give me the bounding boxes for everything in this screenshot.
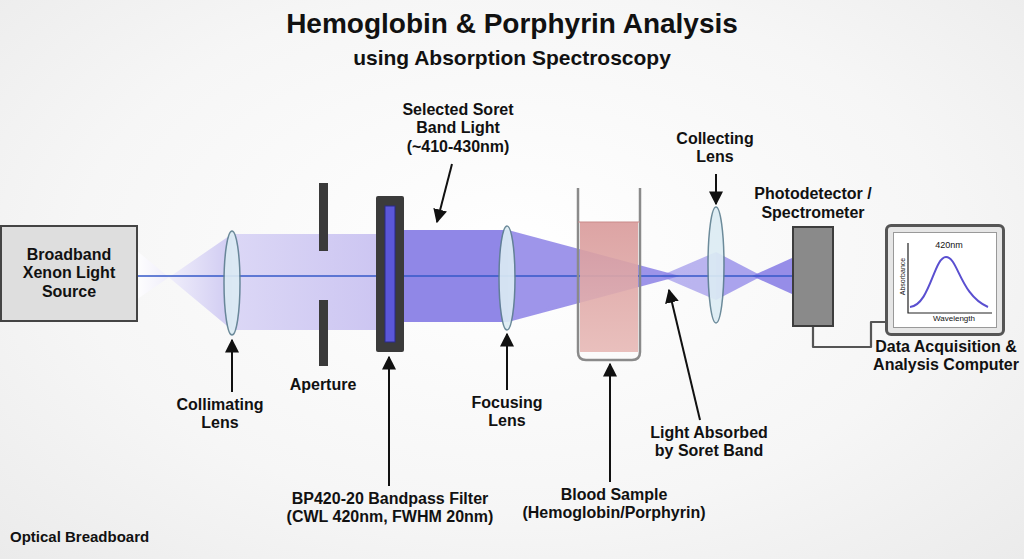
leader-arrow	[437, 164, 452, 222]
diverging-beam	[136, 234, 232, 330]
part-label: Aperture	[278, 376, 368, 394]
collimating-lens	[224, 231, 240, 335]
monitor-screen: 420nmAbsorbanceWavelength	[893, 232, 997, 328]
footer-note: Optical Breadboard	[10, 528, 230, 545]
part-label: Blood Sample (Hemoglobin/Porphyrin)	[514, 486, 714, 523]
peak-label: 420nm	[924, 241, 974, 250]
liquid-surface	[578, 222, 640, 223]
leader-arrow	[715, 174, 717, 204]
part-label: BP420-20 Bandpass Filter (CWL 420nm, FWH…	[278, 490, 503, 527]
part-label: Collecting Lens	[668, 130, 763, 167]
leader-arrow	[506, 334, 508, 390]
box-heading: Data Acquisition & Analysis Computer	[866, 338, 1024, 375]
axis-label: Wavelength	[914, 315, 994, 323]
filter-mount	[376, 196, 404, 352]
part-label: Collimating Lens	[168, 396, 273, 433]
bandpass-filter	[385, 206, 395, 342]
collecting-lens	[708, 207, 724, 323]
part-label: Focusing Lens	[462, 394, 552, 431]
aperture-blade	[319, 300, 328, 366]
beam-label: Selected Soret Band Light (~410-430nm)	[396, 101, 521, 156]
leader-arrow	[231, 340, 233, 392]
leader-arrow	[609, 364, 611, 482]
aperture-blade	[319, 183, 328, 251]
photodetector-box: Photodetector / Spectrometer	[792, 226, 834, 327]
subtitle: using Absorption Spectroscopy	[262, 46, 762, 70]
title: Hemoglobin & Porphyrin Analysis	[212, 8, 812, 40]
blood-sample	[580, 222, 638, 352]
box-heading: Photodetector / Spectrometer	[743, 185, 883, 222]
absorbance-curve	[910, 257, 988, 307]
cuvette	[578, 188, 640, 360]
callout-label: Light Absorbed by Soret Band	[639, 424, 779, 461]
axis-label: Absorbance	[899, 247, 906, 307]
computer-monitor: Data Acquisition & Analysis Computer420n…	[885, 224, 1005, 336]
light-source-box: Broadband Xenon Light Source	[0, 225, 138, 322]
collimated-beam	[232, 234, 378, 330]
leader-arrow	[388, 357, 390, 486]
plot-axes	[908, 243, 992, 313]
box-label: Broadband Xenon Light Source	[10, 246, 128, 301]
leader-arrow	[669, 290, 700, 420]
focusing-lens	[499, 226, 515, 330]
